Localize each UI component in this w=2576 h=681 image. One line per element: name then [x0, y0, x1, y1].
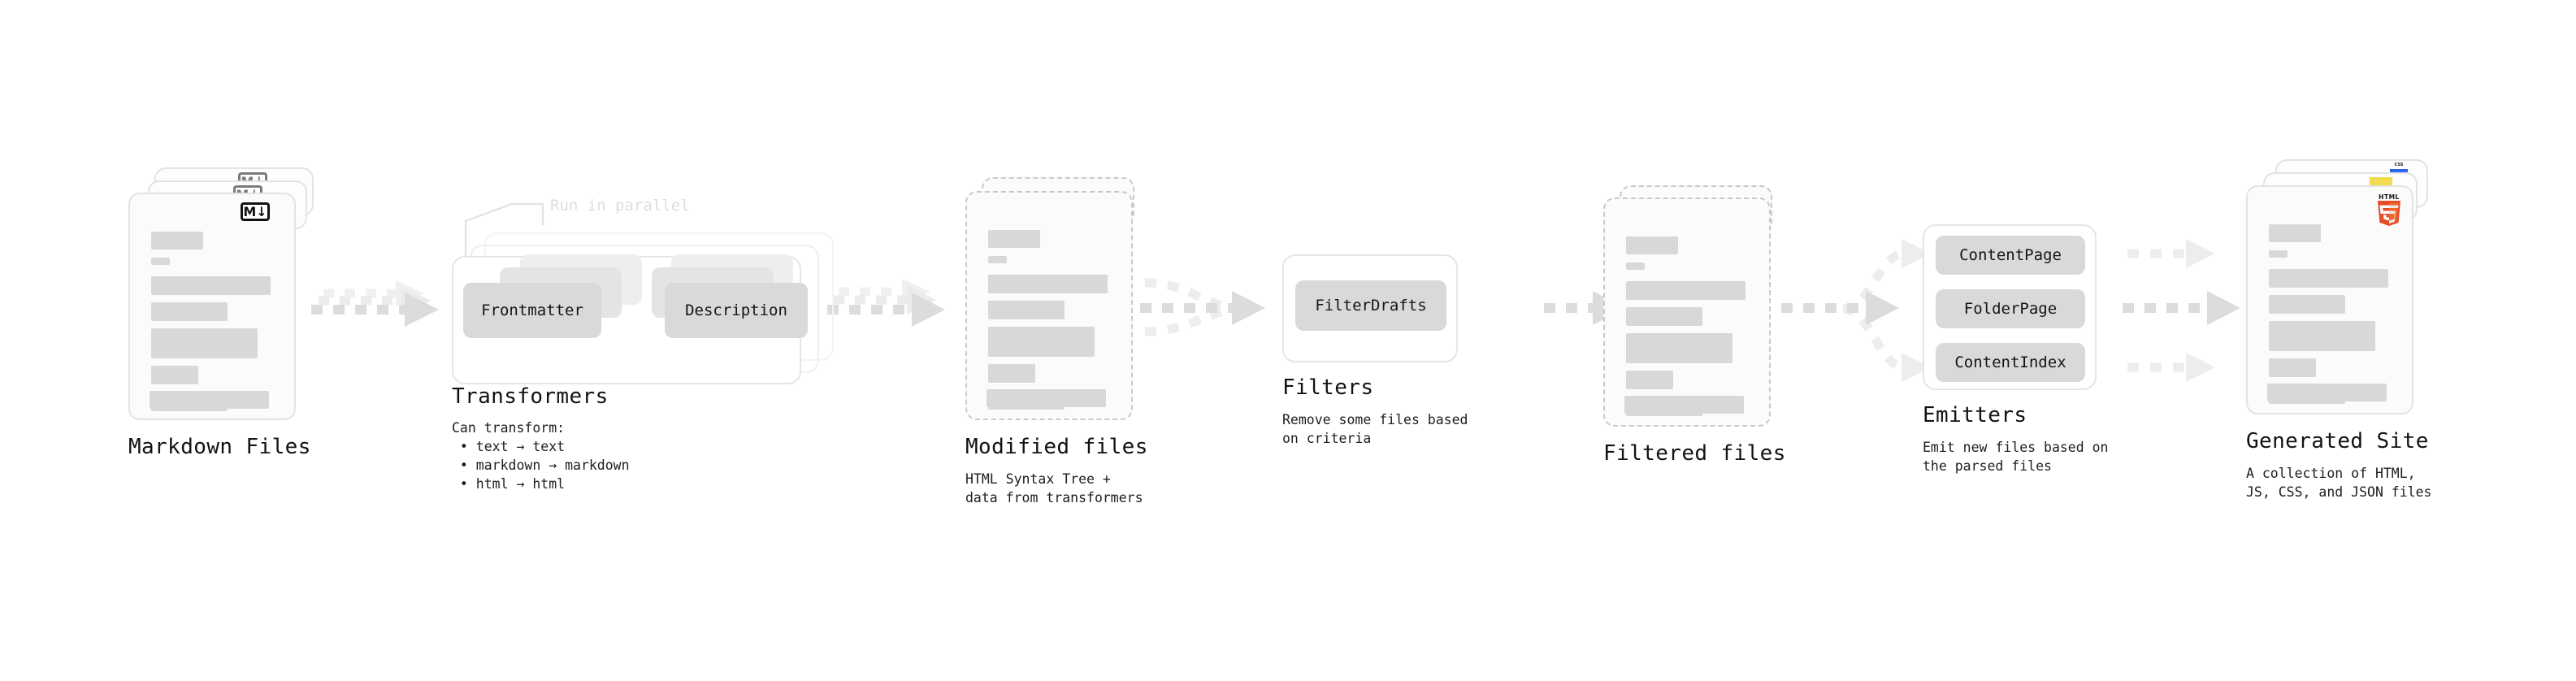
arrow-transformers-to-modified [827, 279, 945, 327]
label-generated-site: Generated Site [2246, 429, 2429, 453]
arrow-modified-to-filters [1140, 278, 1265, 336]
label-filters: Filters [1282, 375, 1374, 400]
pill-content-page[interactable]: ContentPage [1936, 236, 2085, 275]
html5-logo-icon: HTML [2375, 193, 2403, 226]
pill-content-index[interactable]: ContentIndex [1936, 343, 2085, 382]
pill-description[interactable]: Description [665, 283, 808, 338]
arrow-markdown-to-transformers [311, 280, 439, 327]
label-modified-files: Modified files [965, 435, 1148, 459]
sub-generated-site: A collection of HTML, JS, CSS, and JSON … [2246, 466, 2432, 500]
sub-modified-files: HTML Syntax Tree + data from transformer… [965, 471, 1143, 505]
markdown-card-front [128, 193, 296, 420]
filtered-card-front [1603, 197, 1771, 427]
label-filtered-files: Filtered files [1603, 441, 1786, 466]
label-markdown-files: Markdown Files [128, 435, 311, 459]
label-emitters: Emitters [1923, 403, 2027, 427]
arrow-filtered-to-emitters [1781, 239, 1931, 382]
site-card-front [2246, 185, 2413, 414]
label-transformers: Transformers [452, 384, 609, 409]
pill-frontmatter[interactable]: Frontmatter [463, 283, 601, 338]
sub-transformers: Can transform: • text → text • markdown … [452, 420, 630, 492]
pill-folder-page[interactable]: FolderPage [1936, 289, 2085, 328]
css3-logo-icon: CSS [2390, 163, 2408, 172]
sub-emitters: Emit new files based on the parsed files [1923, 440, 2109, 474]
arrow-emitters-to-site [2123, 239, 2240, 382]
modified-card-front [965, 191, 1133, 420]
sub-filters: Remove some files based on criteria [1282, 412, 1468, 446]
markdown-logo-icon: M↓ [241, 202, 270, 221]
annotation-run-in-parallel: Run in parallel [550, 197, 690, 215]
pill-filter-drafts[interactable]: FilterDrafts [1295, 280, 1446, 331]
